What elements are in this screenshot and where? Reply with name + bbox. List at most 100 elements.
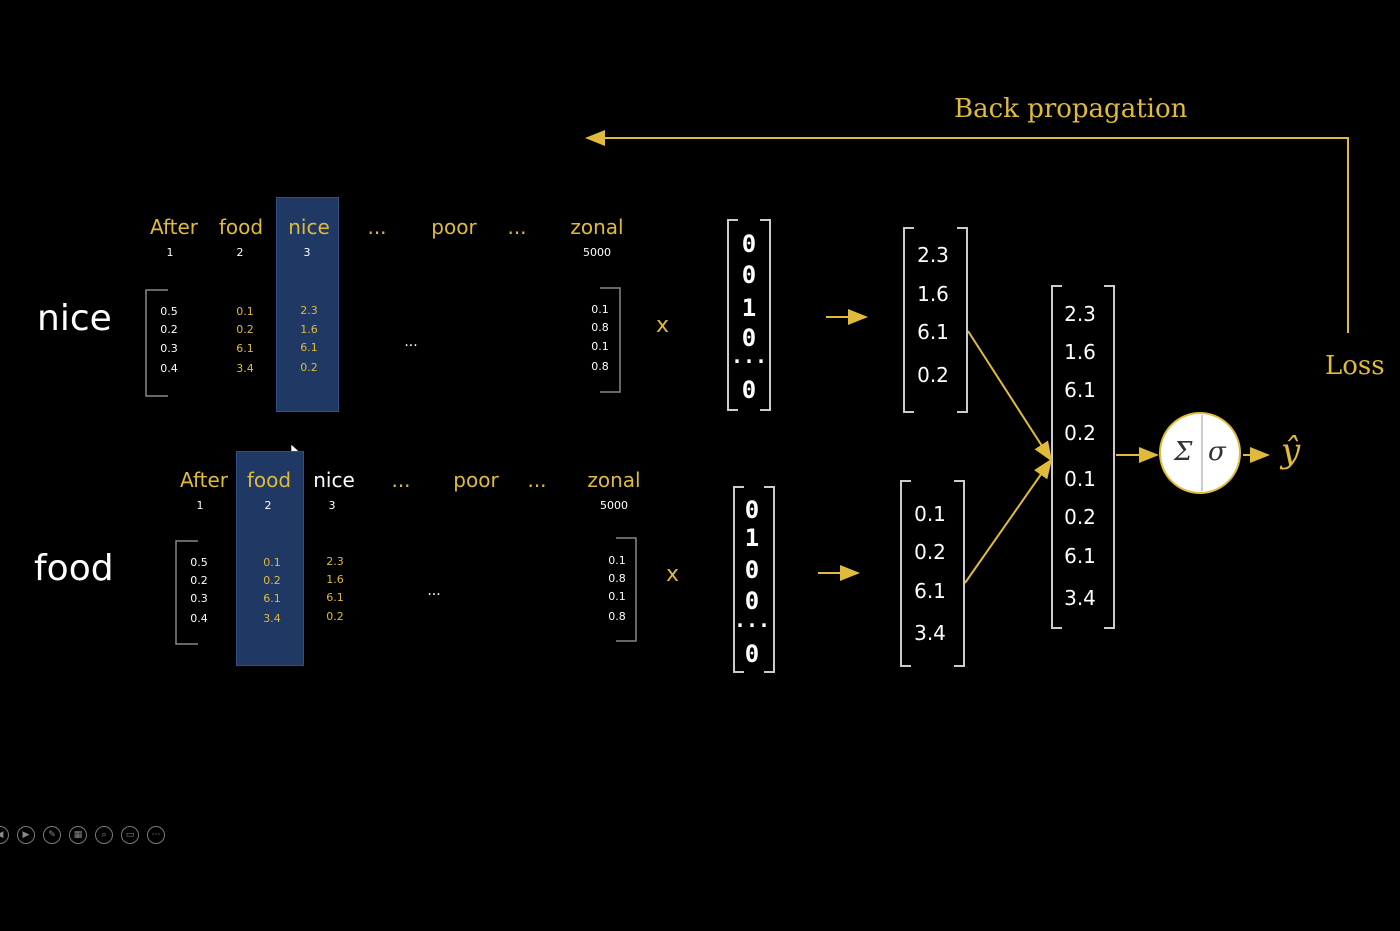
vocab-header: nice (313, 468, 355, 492)
concat-value: 0.2 (1064, 505, 1096, 529)
matrix-cell: 0.2 (160, 323, 178, 336)
neuron-sum-symbol: Σ (1174, 437, 1193, 467)
embedding-value: 1.6 (917, 282, 949, 306)
embedding-value: 0.1 (914, 502, 946, 526)
neuron-circle (1159, 412, 1241, 494)
multiply-symbol: x (656, 313, 670, 338)
matrix-cell: 0.1 (591, 303, 609, 316)
concat-bracket-right (1104, 285, 1115, 629)
vocab-index: 2 (264, 499, 272, 512)
matrix-cell: 2.3 (326, 555, 344, 568)
matrix-cell: 0.2 (190, 574, 208, 587)
onehot-bracket-left-1 (727, 219, 738, 411)
back-propagation-label: Back propagation (954, 94, 1188, 124)
vocab-header: food (218, 215, 264, 239)
matrix-cell: 0.8 (591, 360, 609, 373)
concat-value: 0.1 (1064, 467, 1096, 491)
concat-value: 1.6 (1064, 340, 1096, 364)
embed-bracket-right-2 (954, 480, 965, 667)
prev-slide-icon[interactable]: ◀ (0, 826, 9, 844)
matrix-cell: 0.3 (190, 592, 208, 605)
matrix-cell: 6.1 (326, 591, 344, 604)
embedding-value: 2.3 (917, 243, 949, 267)
onehot-value: 0 (744, 640, 760, 668)
onehot-bracket-right-2 (764, 486, 775, 673)
onehot-ellipsis: ... (730, 344, 768, 368)
vocab-header: ... (367, 215, 387, 239)
embedding-value: 3.4 (914, 621, 946, 645)
onehot-value: 1 (744, 524, 760, 552)
matrix-cell: 0.5 (160, 305, 178, 318)
matrix-cell: 0.3 (160, 342, 178, 355)
arrow-embed2-to-concat (964, 458, 1053, 584)
neuron-activation-symbol: σ (1208, 437, 1226, 467)
concat-value: 3.4 (1064, 586, 1096, 610)
onehot-value: 0 (741, 261, 757, 289)
embedding-value: 0.2 (914, 540, 946, 564)
highlight-column-food (236, 451, 304, 666)
concat-value: 6.1 (1064, 544, 1096, 568)
concat-value: 0.2 (1064, 421, 1096, 445)
next-slide-icon[interactable]: ▶ (17, 826, 35, 844)
matrix-cell: 3.4 (236, 362, 254, 375)
vocab-header: food (246, 468, 292, 492)
matrix-cell: 0.1 (236, 305, 254, 318)
onehot-value: 0 (741, 230, 757, 258)
vocab-index: 5000 (583, 246, 611, 259)
embedding-value: 6.1 (917, 320, 949, 344)
matrix-bracket-right-1 (600, 287, 621, 393)
output-y-hat: ŷ (1281, 431, 1301, 471)
matrix-cell: 0.4 (190, 612, 208, 625)
matrix-cell: 0.2 (236, 323, 254, 336)
vocab-header: After (179, 468, 229, 492)
concat-value: 2.3 (1064, 302, 1096, 326)
matrix-cell: 0.8 (608, 610, 626, 623)
concat-bracket-left (1051, 285, 1062, 629)
onehot-ellipsis: ... (733, 608, 771, 632)
multiply-symbol: x (666, 562, 680, 587)
input-word: food (34, 548, 114, 589)
slides-icon[interactable]: ▦ (69, 826, 87, 844)
embed-bracket-left-1 (903, 227, 914, 413)
arrow-embed1-to-concat (967, 330, 1053, 462)
onehot-value: 0 (744, 587, 760, 615)
subtitles-icon[interactable]: ▭ (121, 826, 139, 844)
vocab-index: 3 (303, 246, 311, 259)
zoom-icon[interactable]: ⌕ (95, 826, 113, 844)
vocab-index: 1 (196, 499, 204, 512)
matrix-cell: 3.4 (263, 612, 281, 625)
matrix-cell: 0.2 (326, 610, 344, 623)
vocab-header: nice (288, 215, 330, 239)
onehot-value: 0 (741, 376, 757, 404)
vocab-header: ... (507, 215, 527, 239)
vocab-header: poor (431, 215, 477, 239)
matrix-cell: 0.5 (190, 556, 208, 569)
matrix-bracket-left-1 (145, 289, 168, 397)
vocab-index: 2 (236, 246, 244, 259)
vocab-header: zonal (587, 468, 641, 492)
matrix-cell: 2.3 (300, 304, 318, 317)
highlight-column-nice (276, 197, 339, 412)
vocab-header: poor (453, 468, 499, 492)
more-icon[interactable]: ⋯ (147, 826, 165, 844)
matrix-bracket-left-2 (175, 540, 198, 645)
matrix-cell: 0.1 (608, 590, 626, 603)
matrix-cell: 0.8 (591, 321, 609, 334)
input-word: nice (37, 298, 112, 339)
back-propagation-arrow (585, 130, 1349, 333)
onehot-value: 0 (744, 556, 760, 584)
matrix-cell: 1.6 (326, 573, 344, 586)
vocab-header: After (149, 215, 199, 239)
vocab-header: ... (391, 468, 411, 492)
onehot-value: 1 (741, 294, 757, 322)
vocab-index: 3 (328, 499, 336, 512)
matrix-bracket-right-2 (616, 537, 637, 642)
embed-bracket-right-1 (957, 227, 968, 413)
vocab-header: ... (527, 468, 547, 492)
onehot-value: 0 (744, 496, 760, 524)
pen-icon[interactable]: ✎ (43, 826, 61, 844)
onehot-bracket-left-2 (733, 486, 744, 673)
matrix-cell: 0.1 (263, 556, 281, 569)
matrix-cell: 6.1 (263, 592, 281, 605)
